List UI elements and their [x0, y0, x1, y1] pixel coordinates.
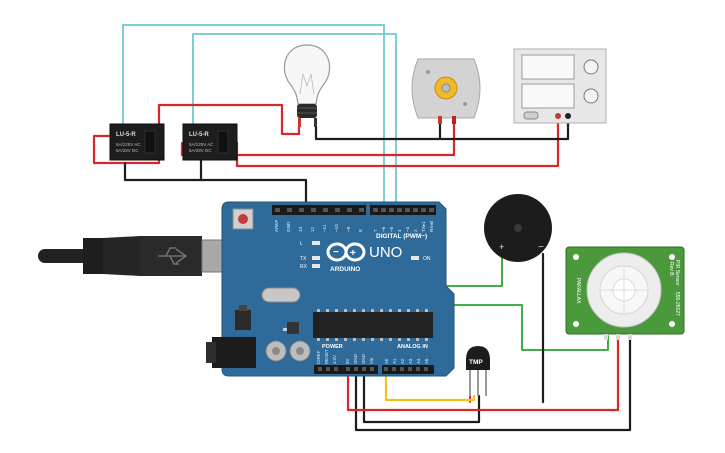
wire-red-bottom	[346, 334, 620, 412]
atmega-chip	[313, 312, 433, 338]
usb-icon	[158, 247, 188, 265]
tmp-sensor[interactable]: TMP	[466, 346, 490, 396]
pin-8: 8	[358, 229, 363, 232]
model-label: UNO	[369, 244, 402, 261]
pir-title: PIR Sensor	[674, 260, 680, 286]
wire-yellow-tmp	[384, 370, 476, 402]
buzzer-minus-label: −	[538, 242, 544, 253]
pin-12: 12	[310, 226, 315, 232]
pin-gnd-1: GND	[353, 354, 358, 364]
pin-a3: A3	[408, 358, 413, 364]
pin-a1: A1	[392, 358, 397, 364]
pir-sensor[interactable]: PIR Sensor Rev B 555-28027 PARALLAX	[565, 246, 685, 340]
dc-motor[interactable]	[411, 58, 481, 124]
piezo-buzzer[interactable]: + −	[484, 194, 552, 262]
pin-a4: A4	[416, 358, 421, 364]
light-bulb[interactable]	[283, 44, 331, 127]
voltage-regulator	[235, 310, 251, 330]
buzzer-plus-label: +	[499, 242, 504, 252]
pin-13: 13	[298, 226, 303, 232]
wire-red-relay-loop	[92, 103, 301, 165]
arduino-minus: −	[333, 247, 339, 258]
pin-ioref: IOREF	[316, 350, 321, 364]
wire-cyan-relay2	[192, 33, 397, 213]
pin-3v3: 3.3V	[332, 355, 337, 364]
pin-aref: AREF	[274, 220, 279, 232]
pin-gnd-2: GND	[361, 354, 366, 364]
led-label-l: L	[300, 241, 303, 247]
on-label: ON	[423, 256, 431, 262]
pin-3: ~3	[405, 226, 410, 232]
header-pin-holes	[275, 208, 434, 212]
pin-a0: A0	[384, 358, 389, 364]
pin-5v: 5V	[345, 359, 350, 364]
wire-black-motor-supply	[438, 120, 570, 141]
wire-red-supply	[235, 120, 560, 168]
wire-black-lamp-motor	[314, 120, 442, 141]
brand-label: ARDUINO	[330, 266, 360, 273]
pir-rev: Rev B	[668, 262, 674, 276]
pin-vin: Vin	[369, 357, 374, 364]
pin-2: 2	[413, 229, 418, 232]
tmp-label: TMP	[469, 359, 483, 366]
pin-7: 7	[373, 229, 378, 232]
pin-11: ~11	[322, 224, 327, 232]
pin-a2: A2	[400, 358, 405, 364]
relay-1-name: LU-5-R	[116, 132, 136, 138]
pin-0: RX◂0	[429, 220, 434, 232]
digital-header-left	[272, 205, 366, 215]
pir-part: 555-28027	[674, 292, 680, 316]
usb-cable	[38, 236, 245, 276]
wire-cyan-relay1	[122, 24, 385, 213]
relay-1-spec2: 5A/28V DC	[116, 148, 139, 153]
arduino-logo	[326, 242, 366, 262]
crystal	[261, 287, 301, 303]
analog-label: ANALOG IN	[397, 344, 428, 350]
pin-5: ~5	[389, 226, 394, 232]
relay-2-spec1: 5A/125V AC	[189, 142, 214, 147]
wire-black-bottom	[354, 334, 632, 432]
wire-black-relays-gnd	[123, 161, 308, 214]
power-supply[interactable]	[513, 48, 607, 124]
pin-a5: A5	[424, 358, 429, 364]
power-jack	[212, 337, 256, 368]
pir-brand: PARALLAX	[575, 278, 581, 304]
relay-1[interactable]: LU-5-R 5A/125V AC 5A/28V DC	[109, 123, 165, 161]
digital-label: DIGITAL (PWM~)	[376, 233, 427, 240]
power-label: POWER	[322, 344, 343, 350]
relay-2-name: LU-5-R	[189, 132, 209, 138]
led-label-rx: RX	[300, 264, 308, 270]
relay-2[interactable]: LU-5-R 5A/125V AC 5A/28V DC	[182, 123, 238, 161]
pin-6: ~6	[381, 226, 386, 232]
pin-9: ~9	[346, 226, 351, 232]
pin-10: ~10	[334, 224, 339, 232]
pin-1: TX▸1	[421, 221, 426, 232]
arduino-board[interactable]: AREF GND 13 12 ~11 ~10 ~9 8 7 ~6 ~5 4 ~3…	[206, 201, 455, 377]
digital-header-right	[370, 205, 436, 215]
relay-1-spec1: 5A/125V AC	[116, 142, 141, 147]
led-label-tx: TX	[300, 256, 307, 262]
pin-gnd: GND	[286, 221, 291, 232]
arduino-plus: +	[350, 248, 356, 259]
pin-4: 4	[397, 229, 402, 232]
pin-reset: RESET	[324, 349, 329, 364]
relay-2-spec2: 5A/28V DC	[189, 148, 212, 153]
wire-black-bottom2	[362, 370, 481, 424]
